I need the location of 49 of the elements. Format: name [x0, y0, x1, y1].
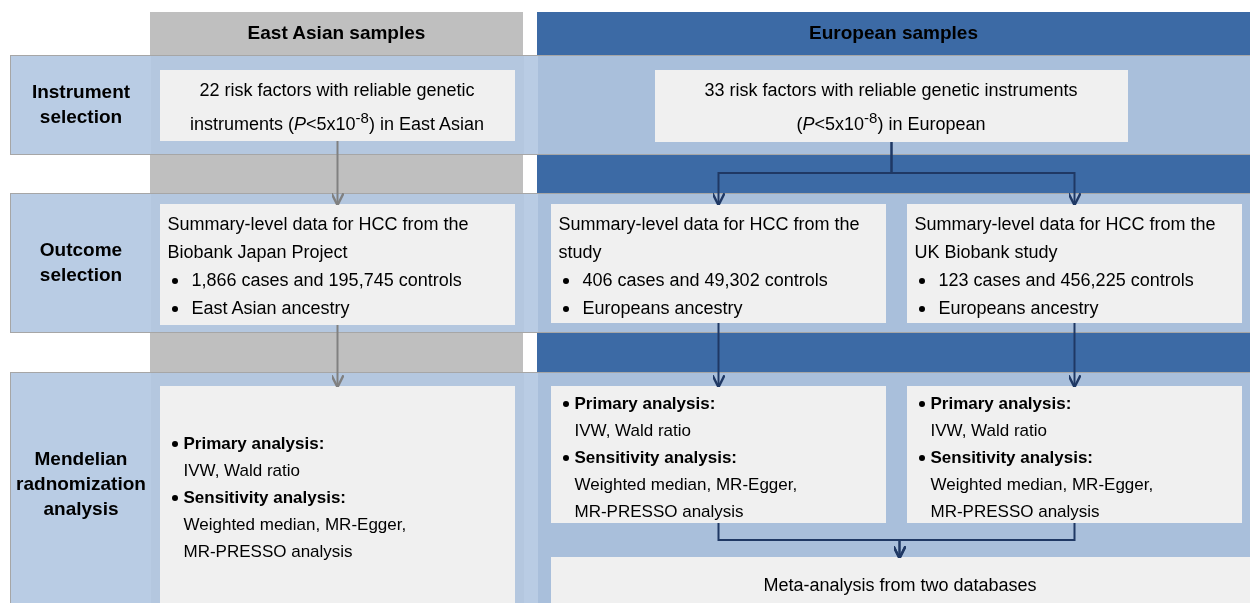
- bullet-item: 1,866 cases and 195,745 controls: [191, 269, 462, 290]
- text-box: [550, 556, 1250, 603]
- text-box: [654, 69, 1128, 142]
- box-text: Meta-analysis from two databases: [762, 573, 1038, 597]
- box-text: Summary-level data for HCC from the Biobank Japan Project: [167, 212, 470, 264]
- text-box: [159, 203, 515, 325]
- analysis-heading: Primary analysis:: [930, 393, 1072, 413]
- arrow: [330, 324, 345, 389]
- row-band: [10, 372, 1250, 603]
- row-label: Mendelian radnomization analysis: [15, 447, 147, 521]
- arrow: [711, 322, 726, 389]
- arrow: [1067, 322, 1082, 389]
- bullet-item: East Asian ancestry: [191, 297, 350, 318]
- row-label: Instrument selection: [30, 80, 132, 129]
- row-band: [10, 55, 1250, 155]
- analysis-heading: Sensitivity analysis:: [183, 487, 347, 507]
- row-label: Outcome selection: [38, 238, 124, 287]
- method-text: Weighted median, MR-Egger, MR-PRESSO analysis: [182, 513, 408, 563]
- box-text: 22 risk factors with reliable genetic instruments (P<5x10$^{-8}$) in East Asian: [189, 78, 485, 136]
- column-header: East Asian samples: [246, 22, 427, 44]
- text-box: [906, 385, 1242, 523]
- method-text: IVW, Wald ratio: [182, 459, 301, 482]
- column-band: [537, 12, 1250, 55]
- method-text: Weighted median, MR-Egger, MR-PRESSO analysis: [573, 473, 799, 523]
- method-text: IVW, Wald ratio: [573, 419, 692, 442]
- analysis-heading: Primary analysis:: [574, 393, 716, 413]
- box-text: Summary-level data for HCC from the study: [558, 212, 861, 264]
- method-text: Weighted median, MR-Egger, MR-PRESSO analysis: [929, 473, 1155, 523]
- method-text: IVW, Wald ratio: [929, 419, 1048, 442]
- bullet-item: Europeans ancestry: [938, 297, 1099, 318]
- text-box: [159, 385, 515, 603]
- box-text: Summary-level data for HCC from the UK Biobank study: [914, 212, 1217, 264]
- bullet-item: 123 cases and 456,225 controls: [938, 269, 1194, 290]
- bullet-item: 406 cases and 49,302 controls: [582, 269, 828, 290]
- row-band: [10, 193, 1250, 333]
- column-band: [150, 12, 523, 55]
- box-text: 33 risk factors with reliable genetic instruments (P<5x10$^{-8}$) in European: [703, 78, 1079, 136]
- column-header: European samples: [808, 22, 979, 44]
- text-box: [550, 385, 886, 523]
- analysis-heading: Primary analysis:: [183, 433, 325, 453]
- arrow: [892, 522, 1076, 560]
- arrow: [890, 141, 1082, 207]
- arrow: [330, 140, 345, 207]
- text-box: [550, 203, 886, 323]
- analysis-heading: Sensitivity analysis:: [930, 447, 1094, 467]
- bullet-item: Europeans ancestry: [582, 297, 743, 318]
- text-box: [906, 203, 1242, 323]
- text-box: [159, 69, 515, 141]
- analysis-heading: Sensitivity analysis:: [574, 447, 738, 467]
